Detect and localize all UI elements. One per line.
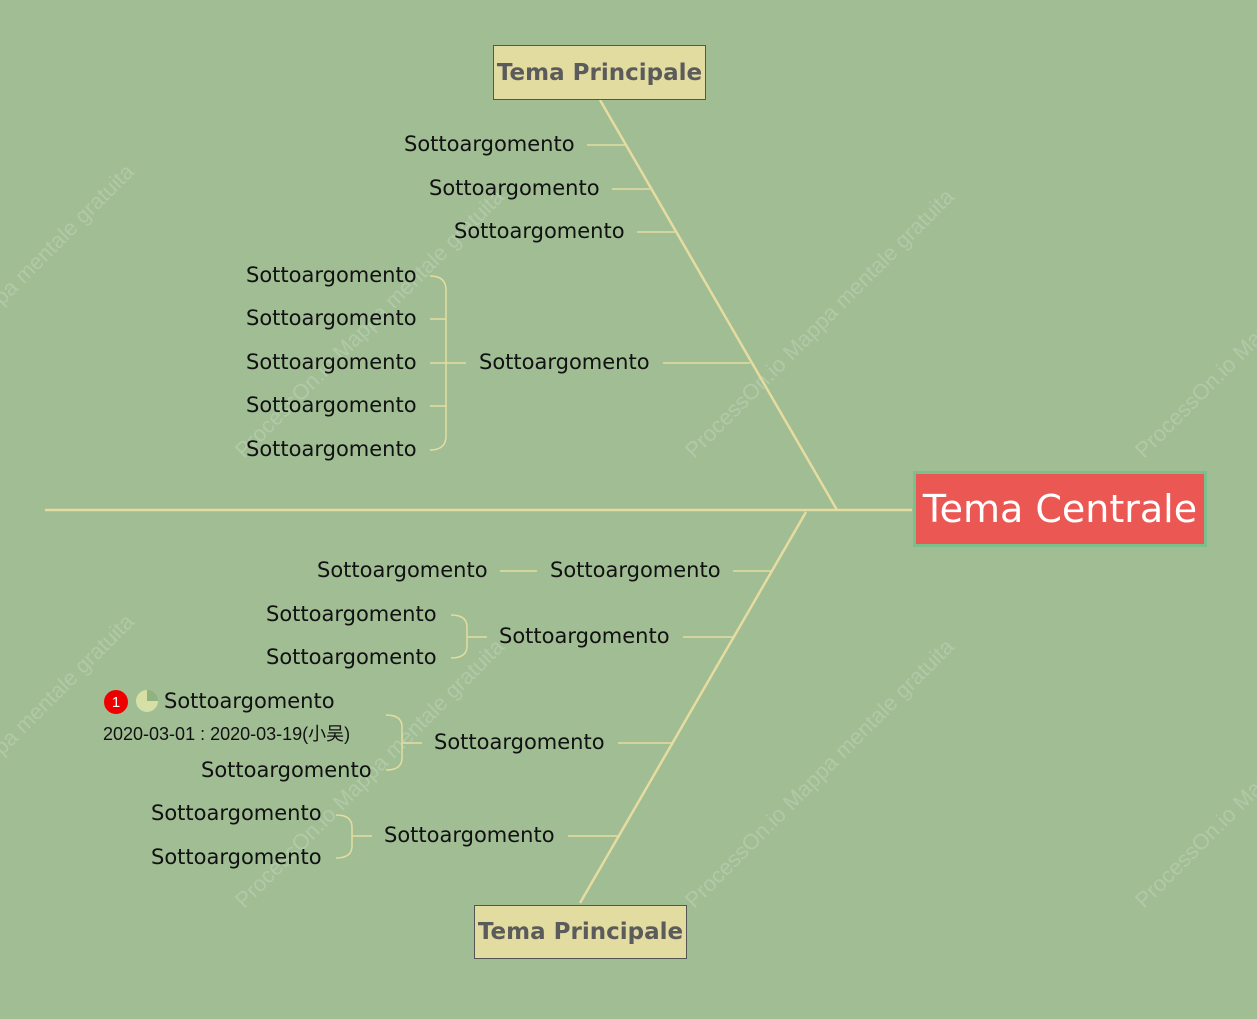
main-topic-top[interactable]: Tema Principale bbox=[493, 45, 706, 100]
subtopic[interactable]: Sottoargomento bbox=[550, 558, 721, 582]
subtopic[interactable]: Sottoargomento bbox=[404, 132, 575, 156]
child-topic[interactable]: Sottoargomento bbox=[151, 845, 322, 869]
subtopic[interactable]: Sottoargomento bbox=[384, 823, 555, 847]
subtopic[interactable]: Sottoargomento bbox=[479, 350, 650, 374]
bottom-bone bbox=[578, 511, 808, 904]
child-topic[interactable]: Sottoargomento bbox=[246, 350, 417, 374]
subtopic[interactable]: Sottoargomento bbox=[454, 219, 625, 243]
top-bone bbox=[598, 99, 839, 511]
child-topic[interactable]: Sottoargomento bbox=[151, 801, 322, 825]
child-topic[interactable]: Sottoargomento bbox=[317, 558, 488, 582]
progress-quarter-icon bbox=[136, 690, 158, 712]
child-topic[interactable]: Sottoargomento bbox=[246, 437, 417, 461]
child-topic[interactable]: Sottoargomento bbox=[266, 602, 437, 626]
child-topic[interactable]: Sottoargomento bbox=[246, 393, 417, 417]
bottom-bracket bbox=[385, 714, 403, 771]
subtopic[interactable]: Sottoargomento bbox=[499, 624, 670, 648]
child-topic[interactable]: Sottoargomento bbox=[246, 306, 417, 330]
main-topic-bottom[interactable]: Tema Principale bbox=[474, 905, 687, 959]
subtopic[interactable]: Sottoargomento bbox=[434, 730, 605, 754]
child-topic[interactable]: Sottoargomento bbox=[266, 645, 437, 669]
central-topic[interactable]: Tema Centrale bbox=[913, 471, 1207, 547]
priority-1-icon: 1 bbox=[104, 690, 128, 714]
child-topic[interactable]: Sottoargomento bbox=[201, 758, 372, 782]
subtopic[interactable]: Sottoargomento bbox=[429, 176, 600, 200]
bottom-bracket bbox=[335, 814, 353, 859]
child-topic[interactable]: Sottoargomento bbox=[164, 689, 335, 713]
child-topic[interactable]: Sottoargomento bbox=[246, 263, 417, 287]
task-date-range: 2020-03-01 : 2020-03-19(小吴) bbox=[103, 724, 351, 744]
bottom-bracket bbox=[450, 614, 468, 659]
